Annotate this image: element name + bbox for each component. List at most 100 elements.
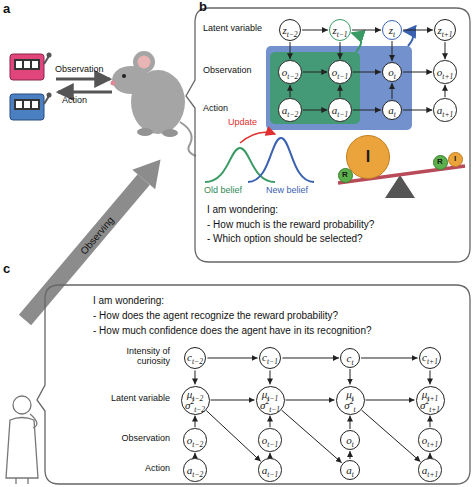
circle-content: at−2 xyxy=(282,105,298,116)
row-label: New belief xyxy=(266,186,321,196)
variable-symbol: at+1 xyxy=(437,105,453,116)
dependency-arrow xyxy=(286,400,335,401)
variable-circle: μtσ2t xyxy=(336,386,365,415)
dependency-arrow xyxy=(290,85,291,98)
variable-circle: at−1 xyxy=(328,98,351,121)
variable-symbol: μt−1 xyxy=(262,389,278,400)
variable-circle: at−2 xyxy=(278,98,301,121)
row-label: Intensity of curiosity xyxy=(98,347,170,367)
circle-content: μtσ2t xyxy=(344,389,355,411)
circle-content: zt−1 xyxy=(332,25,347,36)
dependency-arrow xyxy=(353,110,381,111)
weight-letter: R xyxy=(437,158,443,166)
variable-circle: R xyxy=(433,155,448,170)
dependency-arrow xyxy=(270,416,271,428)
dependency-arrow xyxy=(290,42,291,59)
variable-symbol: ot xyxy=(346,435,354,446)
variable-circle: zt−1 xyxy=(329,19,351,41)
variable-circle: zt+1 xyxy=(434,19,456,41)
variable-symbol: σ2t−2 xyxy=(185,400,205,411)
bubble-heading: I am wondering: xyxy=(207,204,278,215)
row-label: Old belief xyxy=(204,186,254,196)
bubble-question: - Which option should be selected? xyxy=(207,233,363,244)
variable-symbol: ct−1 xyxy=(262,352,278,363)
variable-symbol: at−2 xyxy=(282,105,298,116)
dependency-arrow xyxy=(282,357,339,358)
row-label: Observation xyxy=(90,434,170,444)
dependency-arrow xyxy=(350,416,351,430)
variable-circle: ct−2 xyxy=(184,347,207,370)
update-arrow-blue xyxy=(404,31,413,46)
panel-letter: a xyxy=(3,2,17,16)
circle-content: μt−2σ2t−2 xyxy=(185,389,205,411)
circle-content: zt−2 xyxy=(282,25,297,36)
circle-content: ot xyxy=(346,435,354,446)
dependency-arrow xyxy=(445,42,446,59)
circle-content: I xyxy=(454,155,456,163)
circle-content: at+1 xyxy=(437,105,453,116)
variable-symbol: at−1 xyxy=(332,105,348,116)
variable-symbol: ot+1 xyxy=(422,435,438,446)
dependency-arrow xyxy=(361,357,418,358)
variable-symbol: zt+1 xyxy=(437,25,452,36)
variable-symbol: at−1 xyxy=(262,465,278,476)
variable-circle: ot xyxy=(382,62,402,82)
weight-letter: I xyxy=(454,155,456,163)
dependency-arrow xyxy=(353,72,381,73)
seesaw-fulcrum xyxy=(385,175,415,198)
dependency-arrow xyxy=(430,416,431,428)
dependency-arrow xyxy=(282,410,342,463)
observing-arrow xyxy=(14,150,172,330)
variable-circle: ot+1 xyxy=(433,60,456,83)
update-arrow-green xyxy=(352,33,361,52)
dependency-arrow xyxy=(445,85,446,98)
circle-content: μt−1σ2t−1 xyxy=(260,389,280,411)
variable-circle: at xyxy=(382,100,402,120)
mouse-figure xyxy=(111,51,197,156)
circle-content: ct+1 xyxy=(422,352,438,363)
dependency-arrow xyxy=(303,72,328,73)
variable-symbol: ct+1 xyxy=(422,352,438,363)
variable-circle: at−1 xyxy=(258,458,281,481)
variable-symbol: at+1 xyxy=(422,465,438,476)
variable-symbol: ot+1 xyxy=(437,67,453,78)
bubble-question: - How much confidence does the agent hav… xyxy=(93,325,372,336)
dependency-arrow xyxy=(352,30,381,31)
bubble-question: - How does the agent recognize the rewar… xyxy=(93,310,338,321)
slot-machine-blue xyxy=(10,93,52,121)
variable-circle: ot−1 xyxy=(258,428,281,451)
variable-circle: ot−1 xyxy=(328,60,351,83)
variable-symbol: at xyxy=(346,465,354,476)
variable-circle: I xyxy=(448,152,463,167)
dependency-arrow xyxy=(340,85,341,98)
variable-circle: zt−2 xyxy=(279,19,301,41)
row-label: Action xyxy=(90,464,170,474)
circle-content: ot−2 xyxy=(282,67,298,78)
variable-circle: at−2 xyxy=(183,458,206,481)
row-label: Latent variable xyxy=(203,24,271,34)
old-belief-curve xyxy=(205,148,275,182)
variable-circle: ct−1 xyxy=(259,347,282,370)
circle-content: ct xyxy=(347,353,354,364)
circle-content: ot−2 xyxy=(187,435,203,446)
circle-content: at xyxy=(346,465,354,476)
variable-symbol: σ2t xyxy=(344,400,355,411)
circle-content: ot+1 xyxy=(422,435,438,446)
dependency-arrow xyxy=(195,453,196,458)
panel-letter: c xyxy=(3,262,17,276)
variable-circle: ct xyxy=(340,348,360,368)
circle-content: ot−1 xyxy=(332,67,348,78)
variable-symbol: μt+1 xyxy=(422,389,438,400)
circle-content: at−1 xyxy=(262,465,278,476)
variable-circle: I xyxy=(346,135,390,179)
circle-content: ct−1 xyxy=(262,352,278,363)
circle-content: ot xyxy=(388,67,396,78)
weight-letter: R xyxy=(342,171,348,179)
row-label: Observation xyxy=(55,65,115,75)
circle-content: R xyxy=(342,171,348,179)
circle-content: R xyxy=(437,158,443,166)
panel-letter: b xyxy=(199,0,213,14)
circle-content: ot+1 xyxy=(437,67,453,78)
variable-circle: R xyxy=(338,168,353,183)
